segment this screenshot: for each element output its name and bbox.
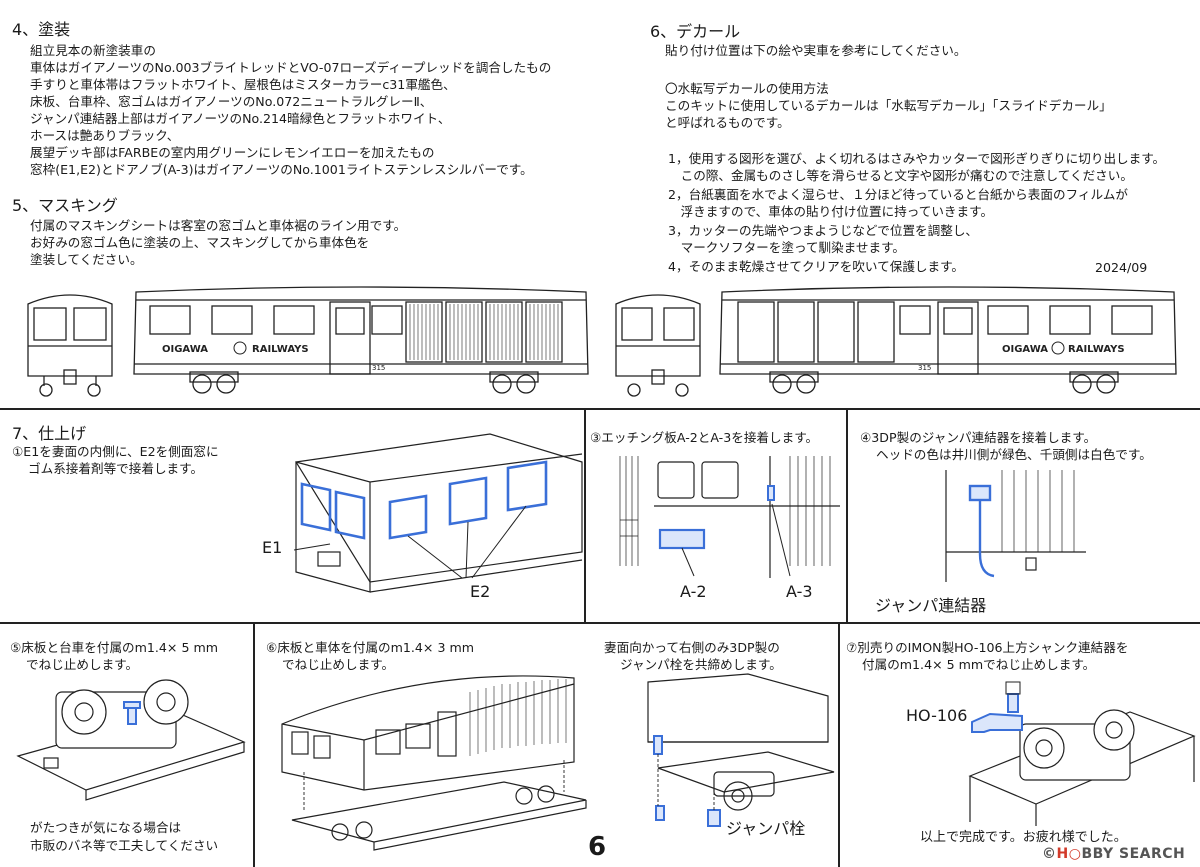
section6-line: 〇水転写デカールの使用方法	[665, 81, 829, 96]
step-pin-line: ジャンパ栓を共締めします。	[620, 657, 782, 672]
decal-step: この際、金属ものさし等を滑らせると文字や図形が痛むので注意してください。	[668, 168, 1133, 183]
panel-divider	[0, 622, 1200, 624]
section6-heading: 6、デカール	[650, 22, 741, 41]
step5-line: ⑤床板と台車を付属のm1.4× 5 mm	[10, 640, 219, 655]
watermark-brand-a: H	[1056, 846, 1069, 862]
section7-line: ゴム系接着剤等で接着します。	[28, 461, 204, 476]
section4-line: ホースは艶ありブラック、	[30, 128, 180, 143]
step6-line: でねじ止めします。	[282, 657, 395, 672]
label-jumper-pin: ジャンパ栓	[726, 819, 806, 838]
section4-line: 手すりと車体帯はフラットホワイト、屋根色はミスターカラーc31軍艦色、	[30, 77, 456, 92]
e1-window-right	[334, 490, 366, 540]
floor-body-assembly	[281, 675, 587, 851]
jumper-head	[968, 484, 992, 502]
section4-line: ジャンパ連結器上部はガイアノーツのNo.214暗緑色とフラットホワイト、	[30, 111, 451, 126]
section5-heading: 5、マスキング	[12, 196, 118, 215]
step7-line: 付属のm1.4× 5 mmでねじ止めします。	[862, 657, 1096, 672]
watermark-brand-b: BBY SEARCH	[1081, 846, 1186, 862]
section7-heading: 7、仕上げ	[12, 424, 87, 443]
car-elevation-right-side: OIGAWA RAILWAYS 315	[719, 286, 1177, 394]
step3-text: ③エッチング板A-2とA-3を接着します。	[590, 430, 819, 445]
etching-detail	[619, 456, 840, 578]
label-a2: A-2	[680, 582, 707, 601]
page-number: 6	[588, 832, 607, 862]
part-a3	[767, 485, 775, 501]
panel-divider	[253, 622, 255, 867]
logo-left-text: OIGAWA	[162, 344, 208, 355]
watermark-prefix: ©	[1042, 846, 1057, 862]
logo-left-text: OIGAWA	[1002, 344, 1048, 355]
ho106-coupler	[971, 712, 1023, 733]
step5-note: がたつきが気になる場合は	[30, 820, 182, 835]
part-a2	[658, 528, 706, 550]
decal-step: 2，台紙裏面を水でよく湿らせ、１分ほど待っていると台紙から表面のフィルムが	[668, 187, 1129, 202]
car-elevation-right-end	[615, 294, 701, 397]
step5-line: でねじ止めします。	[26, 657, 139, 672]
car-elevation-left-end	[27, 294, 113, 397]
panel-divider	[838, 622, 840, 867]
decal-step: 1，使用する図形を選び、よく切れるはさみやカッターで図形ぎりぎりに切り出します。	[668, 151, 1166, 166]
decal-step: マークソフターを塗って馴染ませます。	[668, 240, 906, 255]
closing-message: 以上で完成です。お疲れ様でした。	[920, 830, 1127, 845]
car-number: 315	[372, 364, 385, 372]
step4-line: ④3DP製のジャンパ連結器を接着します。	[860, 430, 1097, 445]
date-stamp: 2024/09	[1095, 260, 1148, 275]
step7-line: ⑦別売りのIMON製HO-106上方シャンク連結器を	[846, 640, 1129, 655]
e1-window-left	[300, 482, 332, 532]
jumper-coupler-detail	[945, 470, 1086, 582]
decal-step: 3，カッターの先端やつまようじなどで位置を調整し、	[668, 223, 979, 238]
label-e2: E2	[470, 582, 491, 601]
car-elevation-left-side: OIGAWA RAILWAYS 315	[133, 286, 589, 394]
decal-step: 4，そのまま乾燥させてクリアを吹いて保護します。	[668, 259, 965, 274]
label-e1: E1	[262, 538, 283, 557]
section5-line: 塗装してください。	[30, 252, 143, 267]
step4-line: ヘッドの色は井川側が緑色、千頭側は白色です。	[876, 447, 1152, 462]
section4-line: 展望デッキ部はFARBEの室内用グリーンにレモンイエローを加えたもの	[30, 145, 435, 160]
bogie-screw-detail	[16, 679, 246, 801]
panel-divider	[584, 408, 586, 622]
section4-heading: 4、塗装	[12, 20, 71, 39]
step6-line: ⑥床板と車体を付属のm1.4× 3 mm	[266, 640, 475, 655]
step5-note: 市販のバネ等で工夫してください	[30, 838, 219, 853]
section5-line: 付属のマスキングシートは客室の窓ゴムと車体裾のライン用です。	[30, 218, 407, 233]
section6-line: と呼ばれるものです。	[665, 115, 790, 130]
label-jumper-coupler: ジャンパ連結器	[875, 596, 987, 615]
car-body-perspective	[293, 433, 583, 593]
jumper-pin-detail	[647, 673, 835, 827]
label-a3: A-3	[786, 582, 813, 601]
logo-right-text: RAILWAYS	[1068, 344, 1125, 355]
section5-line: お好みの窓ゴム色に塗装の上、マスキングしてから車体色を	[30, 235, 370, 250]
section4-line: 組立見本の新塗装車の	[30, 43, 156, 58]
step-pin-line: 妻面向かって右側のみ3DP製の	[604, 640, 780, 655]
jumper-pin	[707, 809, 721, 827]
decal-step: 浮きますので、車体の貼り付け位置に持っていきます。	[668, 204, 994, 219]
section4-line: 車体はガイアノーツのNo.003ブライトレッドとVO-07ローズディープレッドを…	[30, 60, 552, 75]
section4-line: 窓枠(E1,E2)とドアノブ(A-3)はガイアノーツのNo.1001ライトステン…	[30, 162, 533, 177]
logo-right-text: RAILWAYS	[252, 344, 309, 355]
section6-line: このキットに使用しているデカールは「水転写デカール」「スライドデカール」	[665, 98, 1112, 113]
coupler-detail	[968, 681, 1196, 826]
section4-line: 床板、台車枠、窓ゴムはガイアノーツのNo.072ニュートラルグレーⅡ、	[30, 94, 433, 109]
section6-line: 貼り付け位置は下の絵や実車を参考にしてください。	[665, 43, 967, 58]
label-ho106: HO-106	[906, 706, 968, 725]
watermark: ©H○BBY SEARCH	[1042, 846, 1186, 862]
section7-line: ①E1を妻面の内側に、E2を側面窓に	[12, 444, 219, 459]
panel-divider	[846, 408, 848, 622]
car-number: 315	[918, 364, 931, 372]
jumper-hose	[978, 500, 995, 578]
panel-divider	[0, 408, 1200, 410]
